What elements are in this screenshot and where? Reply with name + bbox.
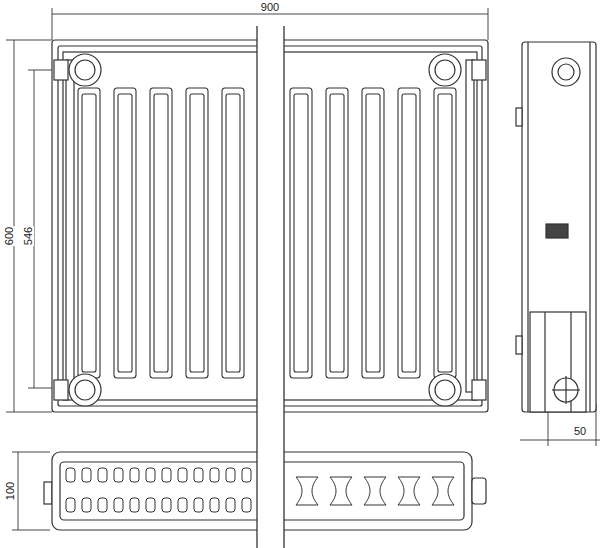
break-gap [257,26,284,548]
dimension-label: 900 [260,1,280,13]
dimension-label: 100 [4,481,16,501]
dimension-label: 546 [22,226,34,246]
dimension-label: 600 [3,226,15,246]
dimension-label: 50 [573,425,587,437]
side-view [516,42,596,412]
dimension-lines [6,8,600,530]
